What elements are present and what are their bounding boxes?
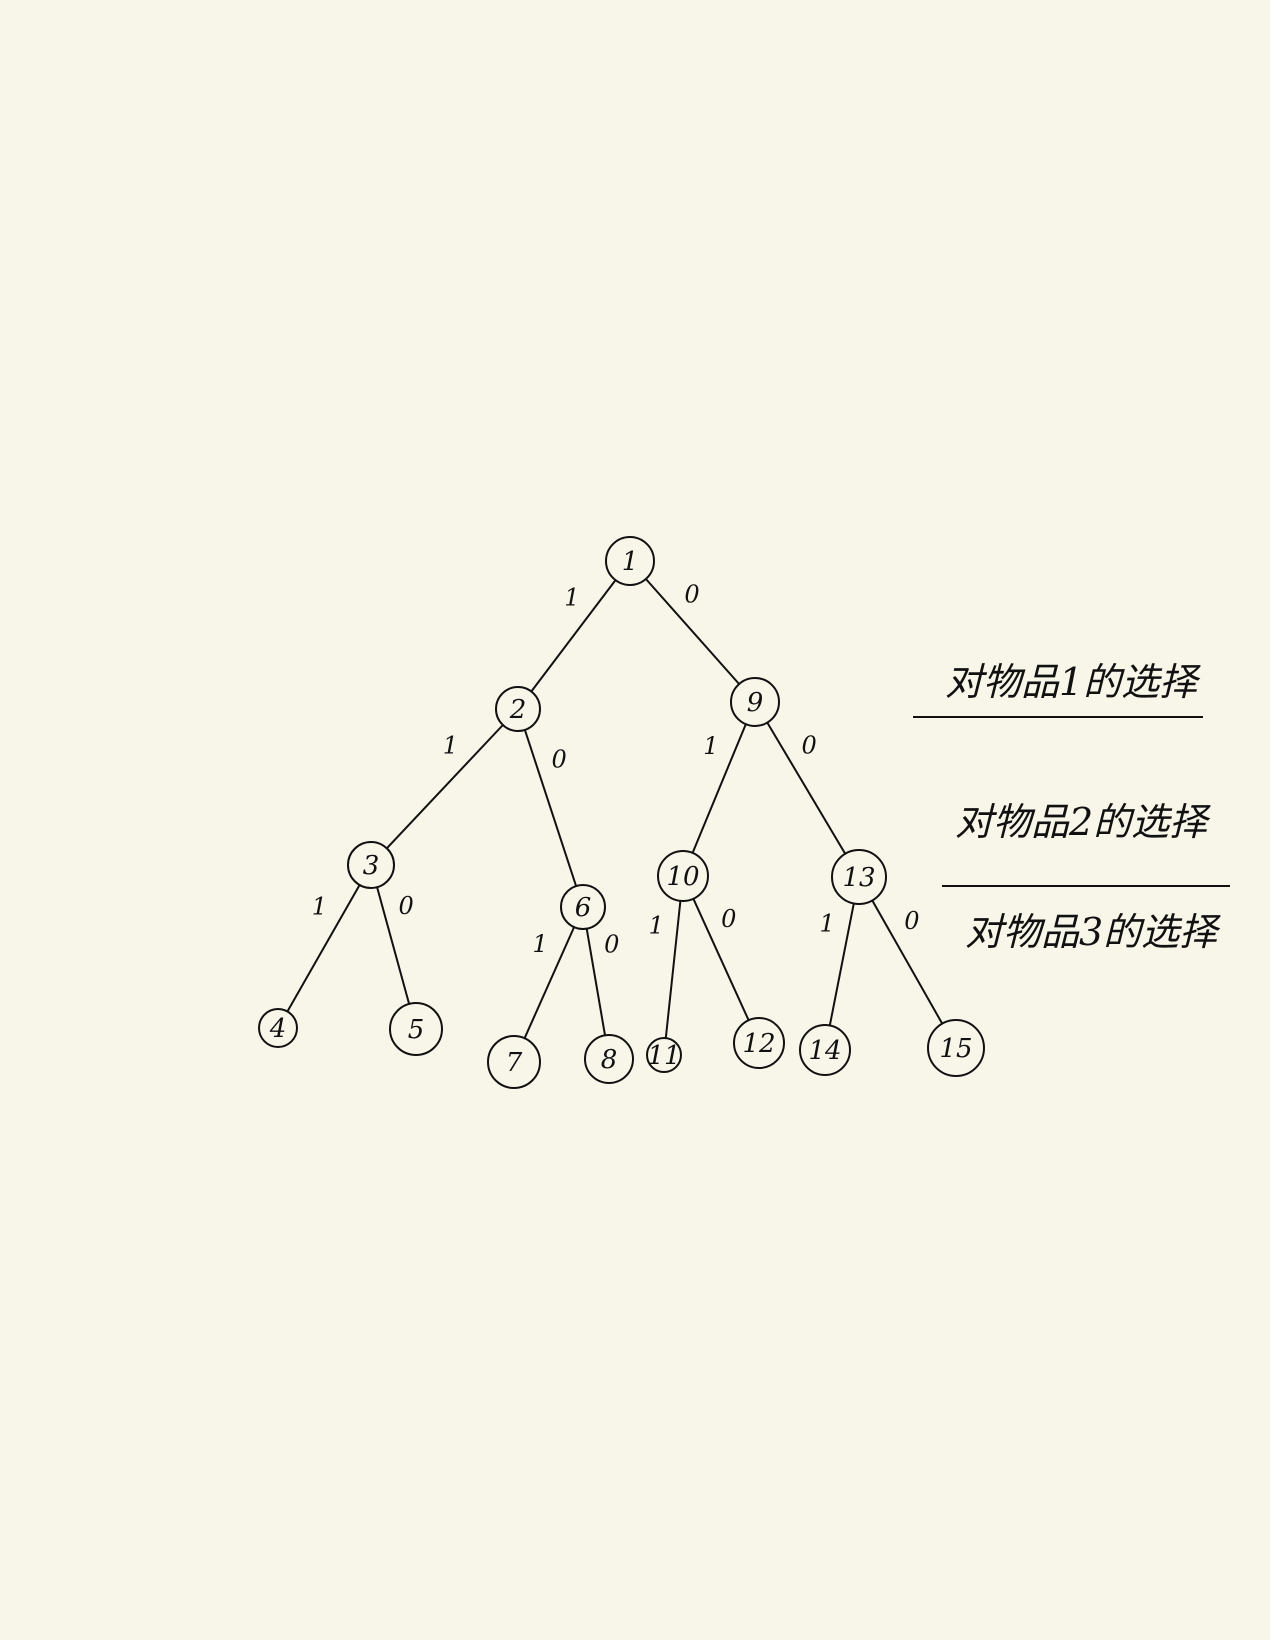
edge-label-2-3: 1	[443, 732, 458, 760]
node-label-5: 5	[408, 1015, 425, 1045]
node-label-6: 6	[575, 893, 592, 923]
edge-label-13-14: 1	[819, 910, 834, 938]
tree-node-11: 11	[646, 1037, 682, 1073]
edge-label-6-8: 0	[604, 931, 619, 959]
tree-node-1: 1	[605, 536, 655, 586]
tree-node-13: 13	[831, 849, 887, 905]
tree-node-15: 15	[927, 1019, 985, 1077]
tree-edge-9-13	[766, 721, 847, 855]
tree-edge-13-15	[871, 899, 944, 1025]
tree-edge-10-12	[692, 897, 750, 1022]
edge-label-10-12: 0	[721, 905, 736, 933]
tree-node-8: 8	[584, 1034, 634, 1084]
node-circle-11	[646, 1037, 682, 1073]
tree-node-3: 3	[347, 841, 395, 889]
edge-label-9-10: 1	[703, 732, 718, 760]
node-circle-8	[584, 1034, 634, 1084]
node-label-9: 9	[747, 688, 764, 718]
level-note-item-2: 对物品2的选择	[955, 800, 1211, 844]
edge-label-1-2: 1	[564, 583, 579, 611]
level-note-item-1: 对物品1的选择	[945, 660, 1201, 704]
node-label-7: 7	[506, 1048, 523, 1078]
edge-label-3-4: 1	[312, 892, 327, 920]
edge-label-1-9: 0	[684, 580, 699, 608]
node-circle-15	[927, 1019, 985, 1077]
tree-node-9: 9	[730, 677, 780, 727]
tree-node-5: 5	[389, 1002, 443, 1056]
tree-node-4: 4	[258, 1008, 298, 1048]
node-circle-12	[733, 1017, 785, 1069]
node-label-2: 2	[509, 695, 527, 725]
tree-edge-2-6	[523, 728, 578, 888]
node-circle-10	[657, 850, 709, 902]
edge-label-13-15: 0	[904, 907, 919, 935]
tree-edge-10-11	[664, 899, 682, 1040]
level-notes: 对物品1的选择 对物品2的选择 对物品3的选择	[913, 660, 1230, 954]
tree-node-14: 14	[799, 1024, 851, 1076]
node-circle-14	[799, 1024, 851, 1076]
node-label-13: 13	[842, 863, 875, 893]
tree-edge-3-4	[286, 884, 361, 1013]
tree-node-2: 2	[495, 686, 541, 732]
tree-edge-1-9	[644, 578, 741, 685]
tree-node-6: 6	[560, 884, 606, 930]
node-circle-2	[495, 686, 541, 732]
tree-edge-6-7	[523, 926, 576, 1040]
node-label-14: 14	[808, 1036, 841, 1066]
edge-label-9-13: 0	[801, 731, 816, 759]
edges-layer	[286, 578, 944, 1040]
node-circle-7	[487, 1035, 541, 1089]
node-circle-1	[605, 536, 655, 586]
node-circle-6	[560, 884, 606, 930]
tree-edge-6-8	[585, 927, 606, 1037]
node-label-11: 11	[647, 1041, 680, 1071]
tree-edge-1-2	[530, 579, 617, 693]
tree-node-12: 12	[733, 1017, 785, 1069]
node-label-15: 15	[939, 1034, 972, 1064]
edge-label-10-11: 1	[649, 911, 664, 939]
node-label-1: 1	[622, 547, 639, 577]
node-label-10: 10	[666, 862, 699, 892]
tree-edge-13-14	[828, 902, 855, 1027]
node-label-4: 4	[269, 1014, 287, 1044]
level-note-item-3: 对物品3的选择	[965, 910, 1221, 954]
tree-node-7: 7	[487, 1035, 541, 1089]
edge-label-3-5: 0	[398, 892, 413, 920]
node-label-12: 12	[742, 1029, 775, 1059]
tree-node-10: 10	[657, 850, 709, 902]
node-circle-4	[258, 1008, 298, 1048]
edge-label-6-7: 1	[533, 930, 548, 958]
node-circle-3	[347, 841, 395, 889]
node-circle-13	[831, 849, 887, 905]
node-circle-5	[389, 1002, 443, 1056]
edge-label-2-6: 0	[552, 746, 567, 774]
tree-edge-3-5	[376, 886, 411, 1005]
node-label-8: 8	[601, 1045, 618, 1075]
node-circle-9	[730, 677, 780, 727]
node-label-3: 3	[363, 851, 380, 881]
tree-edge-2-3	[385, 724, 504, 850]
tree-edge-9-10	[691, 723, 747, 854]
